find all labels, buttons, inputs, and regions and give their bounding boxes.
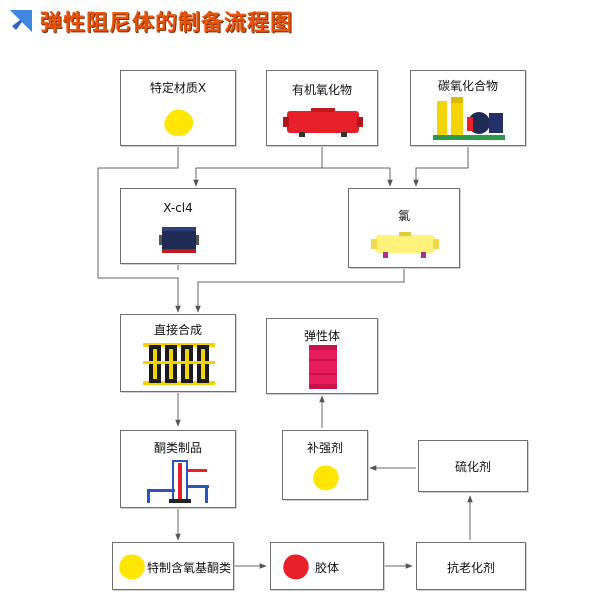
node-label: X-cl4 xyxy=(163,201,193,215)
red-blob-icon xyxy=(283,554,309,580)
node-vulcanizing-agent: 硫化剂 xyxy=(418,440,528,492)
node-label: 特制含氧基酮类 xyxy=(147,561,232,575)
blue-arrow-icon xyxy=(10,10,32,32)
node-label: 胶体 xyxy=(315,561,340,575)
dark-block-icon xyxy=(159,227,199,253)
node-label: 氯 xyxy=(397,209,410,223)
node-label: 抗老化剂 xyxy=(446,561,495,575)
node-material-x: 特定材质X xyxy=(120,70,236,146)
node-ketone-products: 酮类制品 xyxy=(120,430,236,508)
node-special-oxyketone: 特制含氧基酮类 xyxy=(112,542,234,590)
yellow-tank-icon xyxy=(371,232,439,258)
yellow-blob-icon xyxy=(119,554,145,580)
red-drum-icon xyxy=(309,345,337,389)
node-chlorine: 氯 xyxy=(348,188,460,268)
node-antioxidant: 抗老化剂 xyxy=(416,542,526,590)
node-label: 直接合成 xyxy=(153,323,202,337)
node-x-cl4: X-cl4 xyxy=(120,188,236,264)
node-label: 弹性体 xyxy=(303,329,340,343)
node-organic-oxide: 有机氧化物 xyxy=(266,70,378,146)
yellow-blob-icon xyxy=(164,109,194,137)
node-label: 硫化剂 xyxy=(454,460,491,474)
node-reinforcing-agent: 补强剂 xyxy=(282,430,368,500)
node-label: 碳氧化合物 xyxy=(437,79,498,93)
node-label: 有机氧化物 xyxy=(291,83,352,97)
node-label: 酮类制品 xyxy=(153,441,202,455)
node-label: 特定材质X xyxy=(149,81,207,95)
node-colloid: 胶体 xyxy=(270,542,384,590)
node-direct-synthesis: 直接合成 xyxy=(120,314,236,392)
red-tank-icon xyxy=(283,108,363,137)
pipe-equipment-icon xyxy=(147,460,209,503)
node-label: 补强剂 xyxy=(306,441,343,455)
reactor-rack-icon xyxy=(143,343,215,385)
page-title: 弹性阻尼体的制备流程图 xyxy=(40,11,294,36)
yellow-blob-icon xyxy=(313,465,339,491)
diagram-title: 弹性阻尼体的制备流程图 xyxy=(8,6,293,36)
node-carbon-oxide: 碳氧化合物 xyxy=(410,70,526,146)
node-elastomer: 弹性体 xyxy=(266,318,378,394)
reactor-plant-icon xyxy=(433,97,505,140)
